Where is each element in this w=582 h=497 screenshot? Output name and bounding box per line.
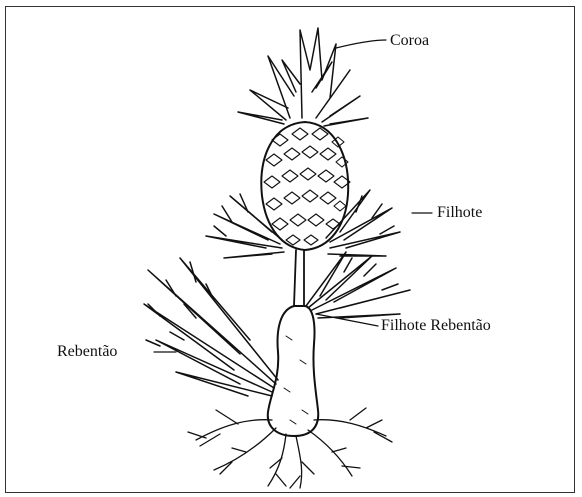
label-rebentao: Rebentão — [57, 344, 117, 360]
fruit — [261, 122, 350, 250]
stem-base — [268, 306, 318, 436]
crown-leaves — [238, 28, 368, 126]
label-coroa: Coroa — [390, 33, 429, 49]
filhote-leaves-right — [326, 190, 400, 256]
stalk — [294, 250, 304, 306]
filhote-leaves-left — [206, 194, 284, 258]
filhote-rebentao-leaves — [306, 252, 410, 318]
label-filhote: Filhote — [437, 205, 482, 221]
rebentao-leaves — [144, 258, 278, 396]
label-filhote-rebentao: Filhote Rebentão — [381, 318, 491, 334]
